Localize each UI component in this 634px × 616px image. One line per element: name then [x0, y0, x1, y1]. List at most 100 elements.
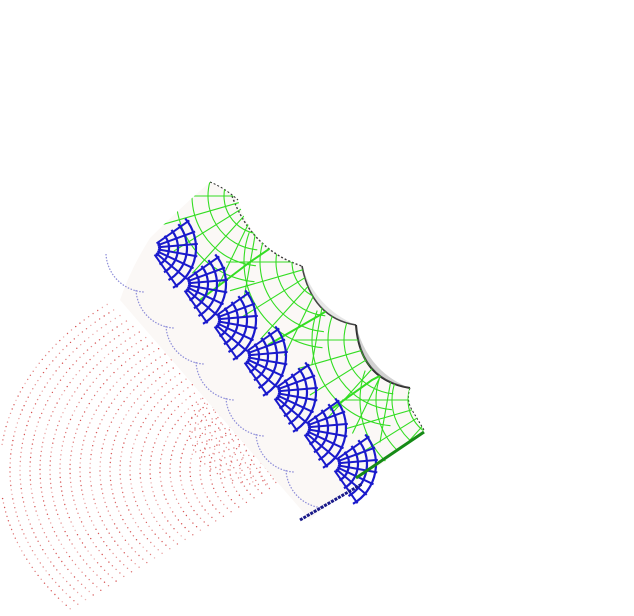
red-dot: [246, 479, 247, 480]
red-dot: [190, 480, 191, 481]
red-dot: [12, 408, 13, 409]
red-dot: [125, 414, 126, 415]
red-dot: [100, 578, 101, 579]
red-dot: [103, 370, 104, 371]
red-dot: [143, 534, 144, 535]
red-dot: [142, 558, 143, 559]
red-dot: [207, 496, 208, 497]
red-dot: [192, 522, 193, 523]
red-dot: [160, 430, 161, 431]
red-dot: [226, 447, 227, 448]
red-dot: [77, 592, 78, 593]
red-dot: [114, 440, 115, 441]
red-dot: [30, 375, 31, 376]
red-dot: [87, 512, 88, 513]
red-dot: [60, 522, 61, 523]
scalloped-sheet: [120, 182, 424, 520]
red-dot: [218, 427, 219, 428]
red-dot: [112, 493, 113, 494]
red-dot: [183, 390, 184, 391]
red-dot: [101, 327, 102, 328]
red-dot: [103, 443, 104, 444]
red-dot: [250, 464, 251, 465]
red-dot: [182, 453, 183, 454]
red-dot: [248, 455, 249, 456]
red-dot: [227, 508, 228, 509]
red-dot: [189, 431, 190, 432]
red-dot: [150, 460, 151, 461]
red-dot: [192, 445, 193, 446]
red-dot: [60, 481, 61, 482]
red-dot: [112, 449, 113, 450]
red-dot: [92, 494, 93, 495]
red-dot: [151, 363, 152, 364]
red-dot: [88, 534, 89, 535]
red-dot: [211, 435, 212, 436]
red-dot: [173, 528, 174, 529]
red-dot: [235, 435, 236, 436]
red-dot: [114, 338, 115, 339]
red-dot: [144, 391, 145, 392]
red-dot: [59, 573, 60, 574]
red-dot: [11, 489, 12, 490]
red-dot: [157, 368, 158, 369]
red-dot: [191, 506, 192, 507]
red-dot: [86, 563, 87, 564]
red-dot: [228, 469, 229, 470]
red-dot: [172, 388, 173, 389]
red-dot: [62, 601, 63, 602]
red-dot: [194, 427, 195, 428]
red-dot: [135, 364, 136, 365]
red-dot: [103, 397, 104, 398]
red-dot: [155, 500, 156, 501]
red-dot: [216, 438, 217, 439]
red-dot: [50, 522, 51, 523]
red-dot: [110, 457, 111, 458]
red-dot: [19, 474, 20, 475]
red-dot: [10, 485, 11, 486]
red-dot: [93, 499, 94, 500]
red-dot: [144, 357, 145, 358]
red-dot: [199, 501, 200, 502]
red-dot: [123, 564, 124, 565]
red-dot: [231, 499, 232, 500]
red-dot: [73, 600, 74, 601]
red-dot: [71, 450, 72, 451]
red-dot: [168, 391, 169, 392]
red-dot: [100, 516, 101, 517]
red-dot: [123, 387, 124, 388]
red-dot: [128, 410, 129, 411]
red-dot: [56, 535, 57, 536]
red-dot: [102, 493, 103, 494]
red-dot: [181, 403, 182, 404]
red-dot: [125, 438, 126, 439]
red-dot: [80, 344, 81, 345]
red-dot: [23, 533, 24, 534]
red-dot: [165, 545, 166, 546]
red-dot: [42, 528, 43, 529]
red-dot: [110, 480, 111, 481]
red-dot: [60, 486, 61, 487]
red-dot: [115, 569, 116, 570]
red-dot: [20, 483, 21, 484]
red-dot: [37, 558, 38, 559]
red-dot: [68, 423, 69, 424]
red-dot: [127, 556, 128, 557]
red-dot: [59, 463, 60, 464]
red-dot: [100, 361, 101, 362]
red-dot: [130, 479, 131, 480]
red-dot: [204, 521, 205, 522]
red-dot: [117, 368, 118, 369]
red-dot: [122, 519, 123, 520]
red-dot: [99, 475, 100, 476]
red-dot: [157, 416, 158, 417]
red-dot: [143, 446, 144, 447]
red-dot: [192, 534, 193, 535]
red-dot: [241, 459, 242, 460]
red-dot: [232, 456, 233, 457]
red-dot: [127, 527, 128, 528]
red-dot: [212, 483, 213, 484]
red-dot: [250, 494, 251, 495]
red-dot: [158, 348, 159, 349]
red-dot: [40, 376, 41, 377]
